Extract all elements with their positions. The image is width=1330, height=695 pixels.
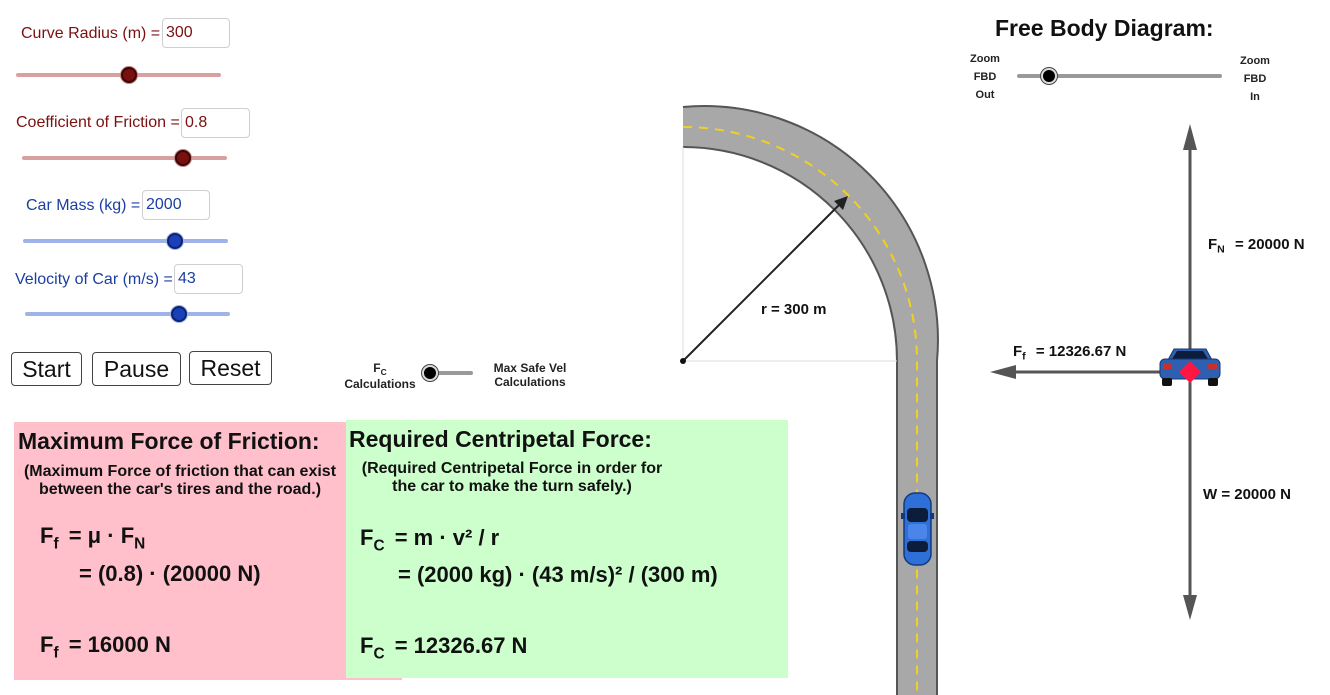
weight-arrowhead: [1183, 595, 1197, 620]
zoom-slider-knob[interactable]: [1041, 68, 1057, 84]
friction-equation-1: Ff = μ · FN: [40, 523, 146, 553]
max-friction-panel: [14, 422, 346, 680]
friction-input[interactable]: [181, 108, 250, 138]
velocity-input[interactable]: [174, 264, 243, 294]
radius-vector-arrowhead: [834, 196, 848, 210]
toggle-left-label: FC Calculations: [344, 361, 416, 391]
centripetal-panel: [346, 420, 788, 678]
radius-input[interactable]: [162, 18, 230, 48]
friction-label: Coefficient of Friction =: [16, 114, 180, 131]
toggle-knob[interactable]: [422, 365, 438, 381]
friction-force-arrowhead: [990, 365, 1016, 379]
max-friction-description: (Maximum Force of friction that can exis…: [23, 463, 337, 498]
road-curve: [682, 105, 939, 695]
centripetal-equation-1: FC = m · v² / r: [360, 525, 500, 555]
mass-input[interactable]: [142, 190, 210, 220]
zoom-slider-track[interactable]: [1017, 74, 1222, 78]
road-inner-edge: [682, 146, 898, 695]
radius-label: Curve Radius (m) =: [21, 25, 161, 42]
centripetal-equation-2: = (2000 kg) · (43 m/s)² / (300 m): [398, 562, 718, 587]
friction-force-label: Ff = 12326.67 N: [1013, 343, 1127, 363]
reset-button[interactable]: Reset: [189, 351, 272, 385]
velocity-slider-track[interactable]: [25, 312, 230, 316]
normal-force-arrowhead: [1183, 124, 1197, 150]
car-top-view: [901, 492, 934, 566]
radius-vector: [682, 201, 843, 362]
radius-label-road: r = 300 m: [761, 301, 827, 318]
friction-slider-knob[interactable]: [175, 150, 191, 166]
centripetal-result: FC = 12326.67 N: [360, 633, 528, 663]
mass-slider-track[interactable]: [23, 239, 228, 243]
weight-label: W = 20000 N: [1203, 486, 1291, 503]
road-outer-edge: [682, 105, 939, 695]
road-center-line: [682, 126, 918, 695]
max-friction-panel-strip: [346, 676, 402, 680]
friction-slider-track[interactable]: [22, 156, 227, 160]
fbd-title: Free Body Diagram:: [995, 15, 1214, 41]
friction-equation-2: = (0.8) · (20000 N): [79, 561, 261, 586]
toggle-track[interactable]: [424, 371, 473, 375]
pause-button[interactable]: Pause: [92, 352, 181, 386]
radius-slider-knob[interactable]: [121, 67, 137, 83]
normal-force-label: FN = 20000 N: [1208, 236, 1305, 256]
start-button[interactable]: Start: [11, 352, 82, 386]
mass-slider-knob[interactable]: [167, 233, 183, 249]
mass-label: Car Mass (kg) =: [26, 197, 141, 214]
velocity-label: Velocity of Car (m/s) =: [15, 271, 173, 288]
max-friction-title: Maximum Force of Friction:: [18, 428, 320, 454]
centripetal-title: Required Centripetal Force:: [349, 426, 652, 452]
friction-result: Ff = 16000 N: [40, 632, 171, 662]
velocity-slider-knob[interactable]: [171, 306, 187, 322]
centripetal-description: (Required Centripetal Force in order for…: [361, 460, 663, 495]
radius-slider-track[interactable]: [16, 73, 221, 77]
road-surface: [683, 106, 938, 695]
curve-center-point: [680, 358, 686, 364]
center-of-mass-point: [1179, 361, 1201, 383]
toggle-right-label: Max Safe Vel Calculations: [493, 361, 567, 389]
